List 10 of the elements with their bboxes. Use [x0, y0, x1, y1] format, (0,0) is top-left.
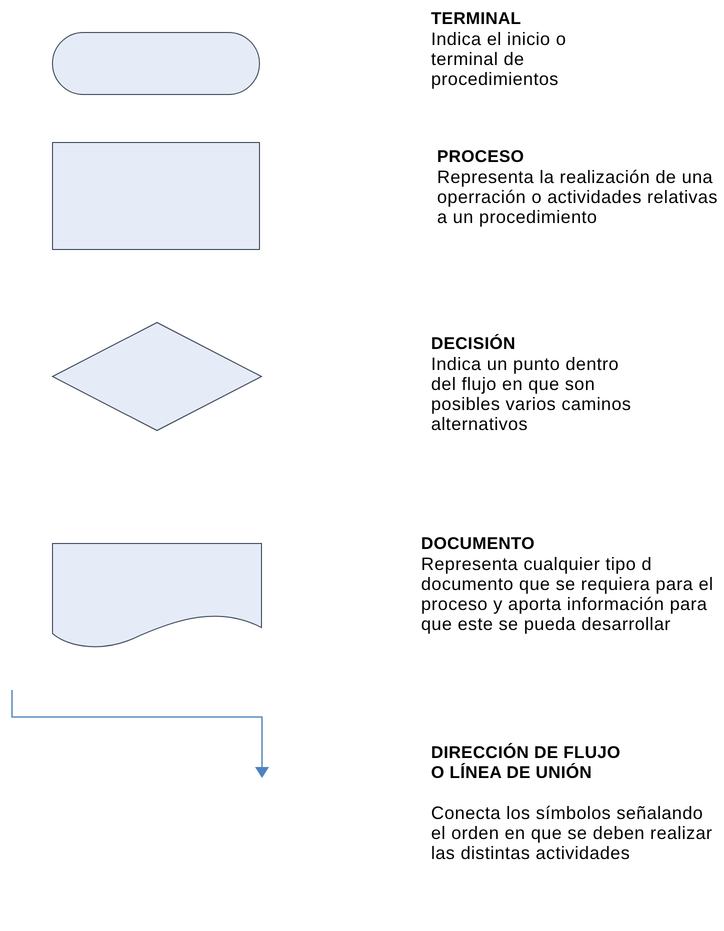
symbol-description: Conecta los símbolos señalando el orden en que se deben realizar las distintas actividades [431, 803, 714, 863]
symbol-heading: PROCESO [437, 147, 526, 167]
symbol-description: Representa cualquier tipo d documento que se requiera para el proceso y aporta información para que este se pueda desarrollar [421, 554, 714, 634]
symbol-heading: DECISIÓN [431, 334, 517, 354]
symbol-heading: DIRECCIÓN DE FLUJO O LÍNEA DE UNIÓN [431, 743, 622, 783]
symbol-description: Representa la realización de una operración o actividades relativas a un procedimiento [437, 167, 719, 227]
symbol-description: Indica el inicio o terminal de procedimientos [431, 29, 568, 89]
symbol-heading: DOCUMENTO [421, 534, 536, 554]
symbol-heading: TERMINAL [431, 9, 522, 29]
symbol-description: Indica un punto dentro del flujo en que son posibles varios caminos alternativos [431, 354, 632, 434]
